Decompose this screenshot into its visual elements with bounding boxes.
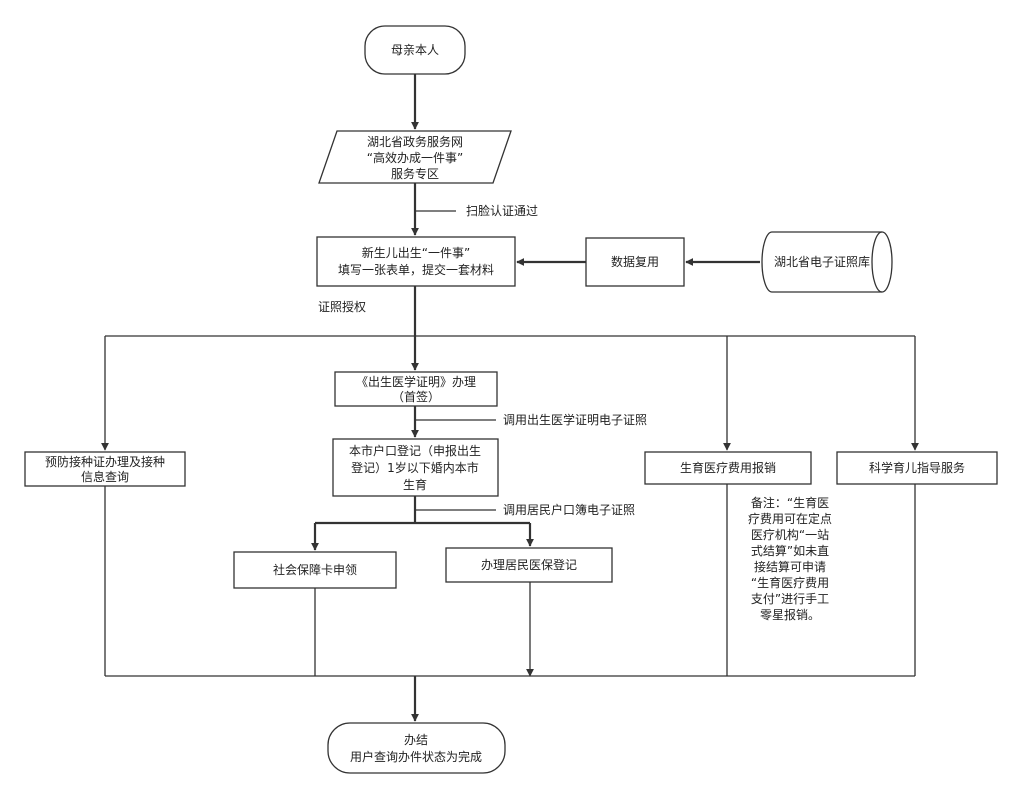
text-line: 医疗机构“一站 (751, 527, 829, 542)
text-line: 办理居民医保登记 (481, 557, 577, 572)
text-line: 本市户口登记（申报出生 (349, 443, 481, 458)
medical-insurance-shape (445, 547, 613, 583)
parenting-shape (836, 451, 998, 485)
hukou-text: 本市户口登记（申报出生登记）1岁以下婚内本市生育 (349, 443, 481, 492)
text-line: 预防接种证办理及接种 (45, 454, 165, 469)
vaccine-shape (24, 451, 186, 487)
text-line: 办结 (404, 732, 428, 747)
text-line: 生育医疗费用报销 (680, 460, 776, 475)
text-line: 信息查询 (81, 469, 129, 484)
ecert-db-text: 湖北省电子证照库 (774, 254, 870, 269)
text-line: 疗费用可在定点 (748, 511, 832, 526)
text-line: 社会保障卡申领 (273, 562, 357, 577)
text-line: “高效办成一件事” (367, 150, 463, 165)
node-medical-fee: 生育医疗费用报销 (644, 451, 812, 485)
newborn-form-text: 新生儿出生“一件事” 填写一张表单，提交一套材料 (338, 245, 494, 277)
cert-auth-label: 证照授权 (318, 299, 366, 314)
node-birth-cert: 《出生医学证明》办理（首签） (334, 371, 498, 407)
social-card-text: 社会保障卡申领 (273, 562, 357, 577)
text-line: 湖北省电子证照库 (774, 254, 870, 269)
parenting-text: 科学育儿指导服务 (869, 460, 965, 475)
birth-cert-text: 《出生医学证明》办理（首签） (356, 374, 476, 404)
node-newborn-form: 新生儿出生“一件事” 填写一张表单，提交一套材料 (316, 236, 516, 287)
node-hukou: 本市户口登记（申报出生登记）1岁以下婚内本市生育 (332, 438, 499, 497)
node-vaccine: 预防接种证办理及接种信息查询 (24, 451, 186, 487)
mother-text: 母亲本人 (391, 43, 439, 57)
edges (101, 74, 919, 722)
face-auth-label: 扫脸认证通过 (466, 204, 538, 218)
call-hukou-cert-label: 调用居民户口簿电子证照 (503, 502, 635, 517)
vaccine-text: 预防接种证办理及接种信息查询 (45, 454, 165, 484)
newborn-form-shape (316, 236, 516, 287)
text-line: 母亲本人 (391, 43, 439, 57)
text-line: 湖北省政务服务网 (367, 134, 463, 149)
node-parenting: 科学育儿指导服务 (836, 451, 998, 485)
done-shape (327, 722, 506, 774)
node-portal: 湖北省政务服务网“高效办成一件事”服务专区 (318, 130, 512, 184)
text-line: “生育医疗费用 (751, 575, 829, 590)
hukou-shape (332, 438, 499, 497)
text-line: 生育 (403, 477, 427, 492)
data-reuse-text: 数据复用 (611, 254, 659, 269)
text-line: 式结算”如未直 (751, 543, 829, 558)
call-birth-cert-label: 调用出生医学证明电子证照 (503, 412, 647, 427)
text-line: 数据复用 (611, 254, 659, 269)
node-data-reuse: 数据复用 (585, 237, 685, 287)
text-line: 支付”进行手工 (751, 592, 829, 606)
node-done: 办结用户查询办件状态为完成 (327, 722, 506, 774)
node-ecert-db: 湖北省电子证照库 (761, 231, 893, 293)
data-reuse-shape (585, 237, 685, 287)
medical-fee-shape (644, 451, 812, 485)
done-text: 办结用户查询办件状态为完成 (350, 732, 482, 764)
node-mother: 母亲本人 (364, 25, 466, 75)
text-line: （首签） (392, 389, 440, 404)
text-line: 备注：“生育医 (751, 495, 829, 510)
text-line: 接结算可申请 (754, 559, 826, 574)
portal-shape (318, 130, 512, 184)
medical-fee-text: 生育医疗费用报销 (680, 460, 776, 475)
text-line: 用户查询办件状态为完成 (350, 749, 482, 764)
ecert-db-rim (871, 231, 883, 293)
node-social-card: 社会保障卡申领 (233, 551, 397, 589)
social-card-shape (233, 551, 397, 589)
node-medical-insurance: 办理居民医保登记 (445, 547, 613, 583)
mother-shape (364, 25, 466, 75)
portal-text: 湖北省政务服务网“高效办成一件事”服务专区 (367, 134, 463, 181)
birth-cert-shape (334, 371, 498, 407)
text-line: 填写一张表单，提交一套材料 (338, 262, 494, 277)
medical-insurance-text: 办理居民医保登记 (481, 557, 577, 572)
text-line: 《出生医学证明》办理 (356, 374, 476, 389)
medical-fee-note: 备注：“生育医疗费用可在定点医疗机构“一站式结算”如未直接结算可申请“生育医疗费… (748, 495, 832, 622)
text-line: 登记）1岁以下婚内本市 (351, 460, 479, 475)
text-line: 新生儿出生“一件事” (362, 245, 470, 260)
text-line: 科学育儿指导服务 (869, 460, 965, 475)
text-line: 零星报销。 (760, 607, 820, 622)
text-line: 服务专区 (391, 166, 439, 181)
